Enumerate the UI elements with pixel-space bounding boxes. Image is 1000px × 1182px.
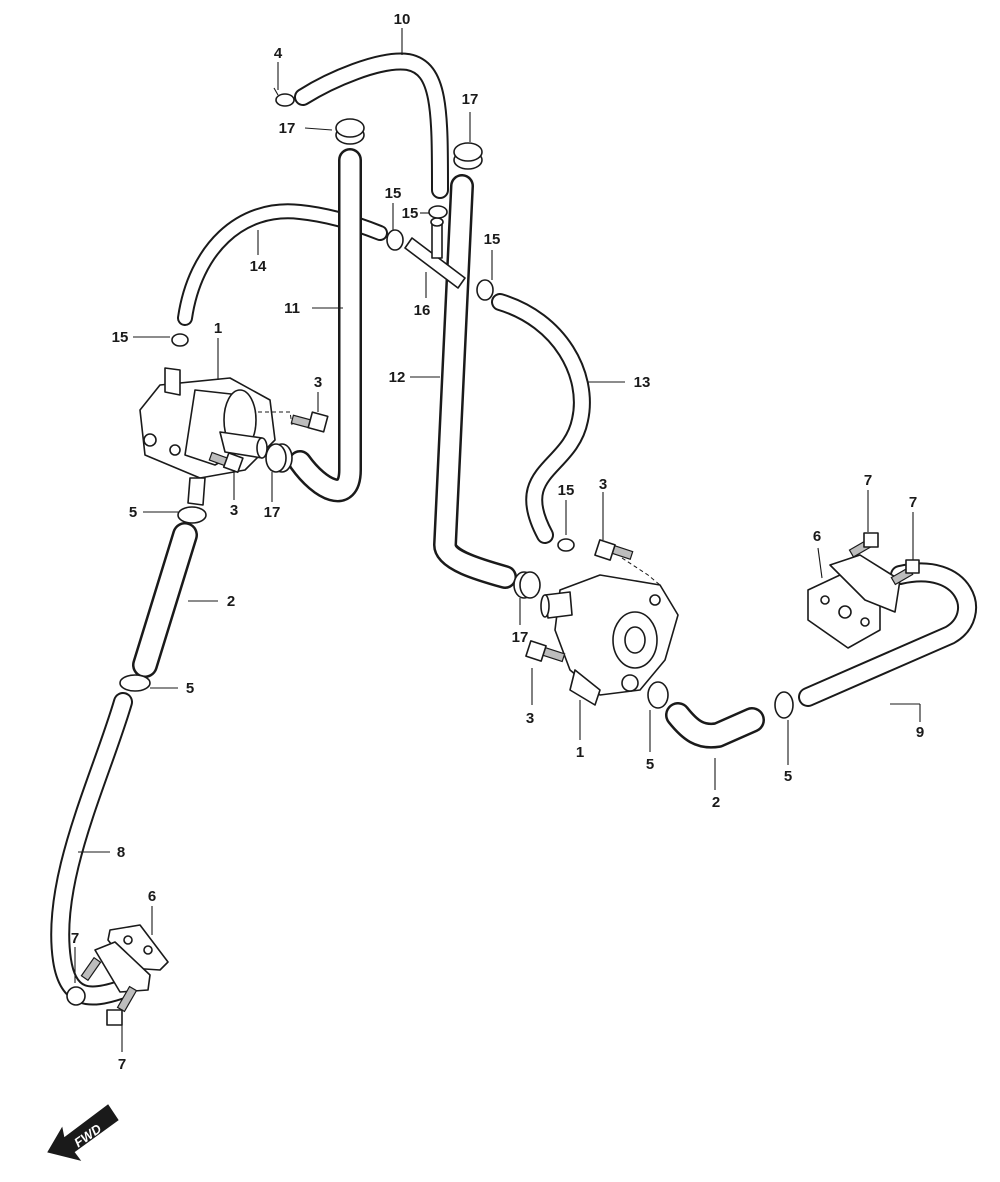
callout-5: 5 [186, 680, 194, 697]
clamp-15-a [386, 229, 404, 251]
callout-15: 15 [558, 482, 575, 499]
clamp-15-b [428, 205, 448, 219]
callout-3: 3 [599, 476, 607, 493]
callout-10: 10 [394, 11, 411, 28]
hose-12 [433, 174, 517, 589]
callout-7: 7 [71, 930, 79, 947]
callout-15: 15 [484, 231, 501, 248]
callout-7: 7 [909, 494, 917, 511]
callout-3: 3 [526, 710, 534, 727]
callout-4: 4 [274, 45, 283, 62]
callout-3: 3 [230, 502, 238, 519]
hose-2-right [665, 702, 765, 749]
callout-7: 7 [118, 1056, 126, 1073]
bolt-7-right-b [890, 559, 920, 586]
clamp-5-b [119, 674, 151, 692]
callout-6: 6 [813, 528, 821, 545]
hose-13 [491, 293, 591, 544]
bolt-3-right-b [525, 640, 566, 663]
callout-6: 6 [148, 888, 156, 905]
clamp-5-c [647, 681, 669, 709]
clamp-4 [273, 87, 295, 107]
callouts: 10 4 17 17 15 15 15 14 16 11 15 1 3 12 1… [71, 11, 924, 1073]
callout-5: 5 [129, 504, 137, 521]
bolt-7-left-b [106, 985, 138, 1026]
t-joint-16 [404, 217, 466, 289]
air-valve-right [540, 574, 679, 706]
hose-9 [798, 562, 977, 707]
gasket-6-right [807, 554, 901, 649]
callout-14: 14 [250, 258, 267, 275]
callout-9: 9 [916, 724, 924, 741]
gasket-6-left [94, 924, 169, 993]
hose-8 [50, 692, 133, 1006]
callout-15: 15 [112, 329, 129, 346]
hose-2-left [132, 522, 198, 678]
bolt-3-left-b [208, 451, 244, 474]
clamp-17-c [265, 443, 293, 473]
hose-10 [294, 52, 449, 199]
callout-5: 5 [784, 768, 792, 785]
callout-17: 17 [264, 504, 281, 521]
callout-17: 17 [512, 629, 529, 646]
air-valve-left [139, 367, 276, 506]
bolt-7-left-a [66, 956, 102, 1006]
callout-1: 1 [214, 320, 222, 337]
clamp-15-d [171, 333, 189, 347]
callout-17: 17 [462, 91, 479, 108]
bolt-3-right-a [594, 539, 634, 561]
callout-13: 13 [634, 374, 651, 391]
clamp-15-e [557, 538, 575, 552]
clamp-17-b [453, 142, 483, 170]
bolt-7-right-a [848, 532, 879, 558]
clamp-5-a [177, 506, 207, 524]
callout-3: 3 [314, 374, 322, 391]
callout-17: 17 [279, 120, 296, 137]
clamp-17-d [513, 571, 541, 599]
callout-16: 16 [414, 302, 431, 319]
clamp-5-d [774, 691, 794, 719]
callout-7: 7 [864, 472, 872, 489]
callout-11: 11 [284, 300, 300, 317]
fwd-arrow-icon [47, 1104, 119, 1161]
callout-1: 1 [576, 744, 584, 761]
callout-15: 15 [385, 185, 402, 202]
clamp-15-c [476, 279, 494, 301]
callout-15: 15 [402, 205, 419, 222]
clamp-17-a [335, 118, 365, 145]
fwd-arrow: FWD [47, 1104, 119, 1161]
callout-12: 12 [389, 369, 406, 386]
callout-2: 2 [227, 593, 235, 610]
hose-11 [288, 148, 362, 503]
callout-2: 2 [712, 794, 720, 811]
leader-lines [74, 28, 921, 1052]
callout-5: 5 [646, 756, 654, 773]
callout-8: 8 [117, 844, 125, 861]
bolt-3-left-a [290, 411, 329, 433]
